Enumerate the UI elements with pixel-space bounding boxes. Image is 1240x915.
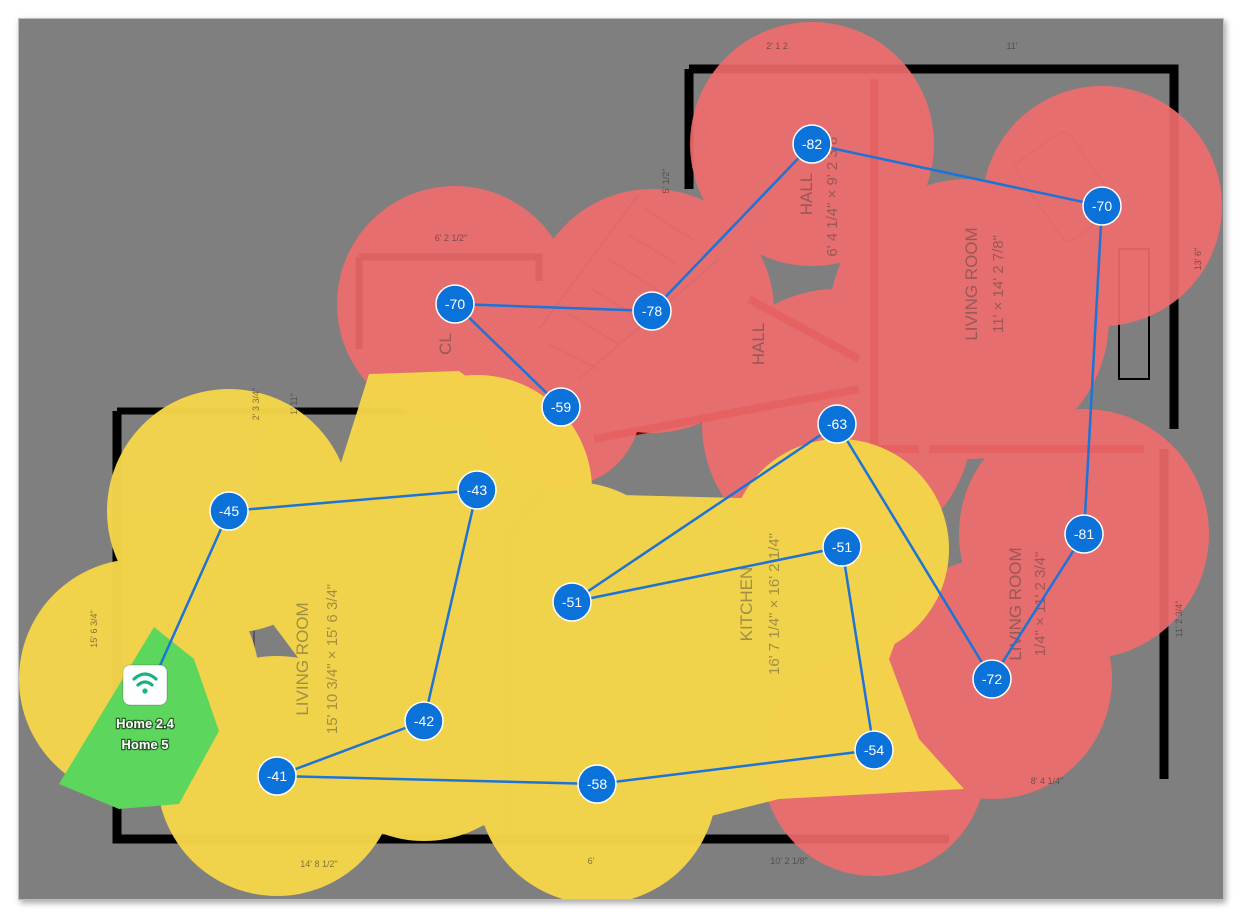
- rssi-label: -51: [832, 539, 852, 555]
- rssi-label: -51: [562, 594, 582, 610]
- measurement-point[interactable]: -51: [552, 582, 592, 622]
- rssi-label: -45: [219, 503, 239, 519]
- measurement-point[interactable]: -51: [822, 527, 862, 567]
- dimension-labels: 11' 2' 1 2 5' 1/2" 6' 2 1/2" 2' 3 3/4" 1…: [89, 41, 1203, 869]
- dimension-label: 2' 1 2: [766, 41, 788, 51]
- rssi-label: -72: [982, 671, 1002, 687]
- dimension-label: 15' 6 3/4": [89, 610, 99, 647]
- measurement-point[interactable]: -70: [1082, 186, 1122, 226]
- measurement-point[interactable]: -43: [457, 470, 497, 510]
- rssi-label: -63: [827, 416, 847, 432]
- measurement-point[interactable]: -81: [1064, 514, 1104, 554]
- rssi-label: -78: [642, 303, 662, 319]
- room-size: 15' 10 3/4" × 15' 6 3/4": [324, 584, 341, 734]
- rssi-label: -70: [1092, 198, 1112, 214]
- measurement-point[interactable]: -63: [817, 404, 857, 444]
- measurement-point[interactable]: -59: [541, 387, 581, 427]
- dimension-label: 10' 2 1/8": [770, 856, 807, 866]
- wifi-icon-dot: [142, 688, 148, 694]
- measurement-point[interactable]: -58: [577, 764, 617, 804]
- router-badge[interactable]: [122, 664, 168, 706]
- rssi-label: -82: [802, 136, 822, 152]
- room-label: HALL: [749, 323, 768, 366]
- rssi-label: -43: [467, 482, 487, 498]
- router-network-name: Home 2.4: [116, 716, 175, 731]
- dimension-label: 5' 1/2": [661, 169, 671, 194]
- rssi-label: -70: [445, 296, 465, 312]
- room-size: 16' 7 1/4" × 16' 2 1/4": [766, 533, 783, 675]
- dimension-label: 2' 3 3/4": [251, 388, 261, 420]
- wifi-heatmap: LIVING ROOM 15' 10 3/4" × 15' 6 3/4" KIT…: [19, 19, 1223, 899]
- dimension-label: 13' 6": [1193, 248, 1203, 270]
- coverage-strong: [59, 627, 219, 809]
- rssi-label: -41: [267, 768, 287, 784]
- measurement-point[interactable]: -42: [404, 701, 444, 741]
- dimension-label: 8' 4 1/4": [1031, 776, 1063, 786]
- dimension-label: 6' 2 1/2": [435, 233, 467, 243]
- measurement-point[interactable]: -45: [209, 491, 249, 531]
- dimension-label: 14' 8 1/2": [300, 859, 337, 869]
- measurement-point[interactable]: -41: [257, 756, 297, 796]
- router-network-name: Home 5: [122, 737, 169, 752]
- measurement-point[interactable]: -72: [972, 659, 1012, 699]
- measurement-points: -45 -43 -42 -41 -58 -54 -51 -51 -63 -72 …: [209, 124, 1122, 804]
- measurement-point[interactable]: -82: [792, 124, 832, 164]
- dimension-label: 6': [588, 856, 595, 866]
- router[interactable]: Home 2.4 Home 5: [115, 664, 176, 753]
- rssi-label: -81: [1074, 526, 1094, 542]
- rssi-label: -59: [551, 399, 571, 415]
- room-label: LIVING ROOM: [293, 602, 312, 715]
- rssi-label: -42: [414, 713, 434, 729]
- measurement-point[interactable]: -78: [632, 291, 672, 331]
- room-label: KITCHEN: [737, 567, 756, 642]
- room-size: 11' × 14' 2 7/8": [990, 235, 1007, 333]
- room-label: LIVING ROOM: [962, 227, 981, 340]
- room-label: CL: [436, 333, 455, 355]
- dimension-label: 11' 2 3/4": [1174, 601, 1184, 638]
- rssi-label: -54: [864, 742, 884, 758]
- room-label: HALL: [797, 173, 816, 216]
- dimension-label: 1' 11": [289, 393, 299, 415]
- measurement-point[interactable]: -54: [854, 730, 894, 770]
- measurement-point[interactable]: -70: [435, 284, 475, 324]
- rssi-label: -58: [587, 776, 607, 792]
- heatmap-frame: LIVING ROOM 15' 10 3/4" × 15' 6 3/4" KIT…: [18, 18, 1224, 900]
- room-size: 6' 4 1/4" × 9' 2 3/8": [824, 131, 841, 256]
- wifi-icon: [132, 672, 158, 687]
- dimension-label: 11': [1006, 41, 1017, 51]
- room-labels: LIVING ROOM 15' 10 3/4" × 15' 6 3/4" KIT…: [293, 131, 1049, 734]
